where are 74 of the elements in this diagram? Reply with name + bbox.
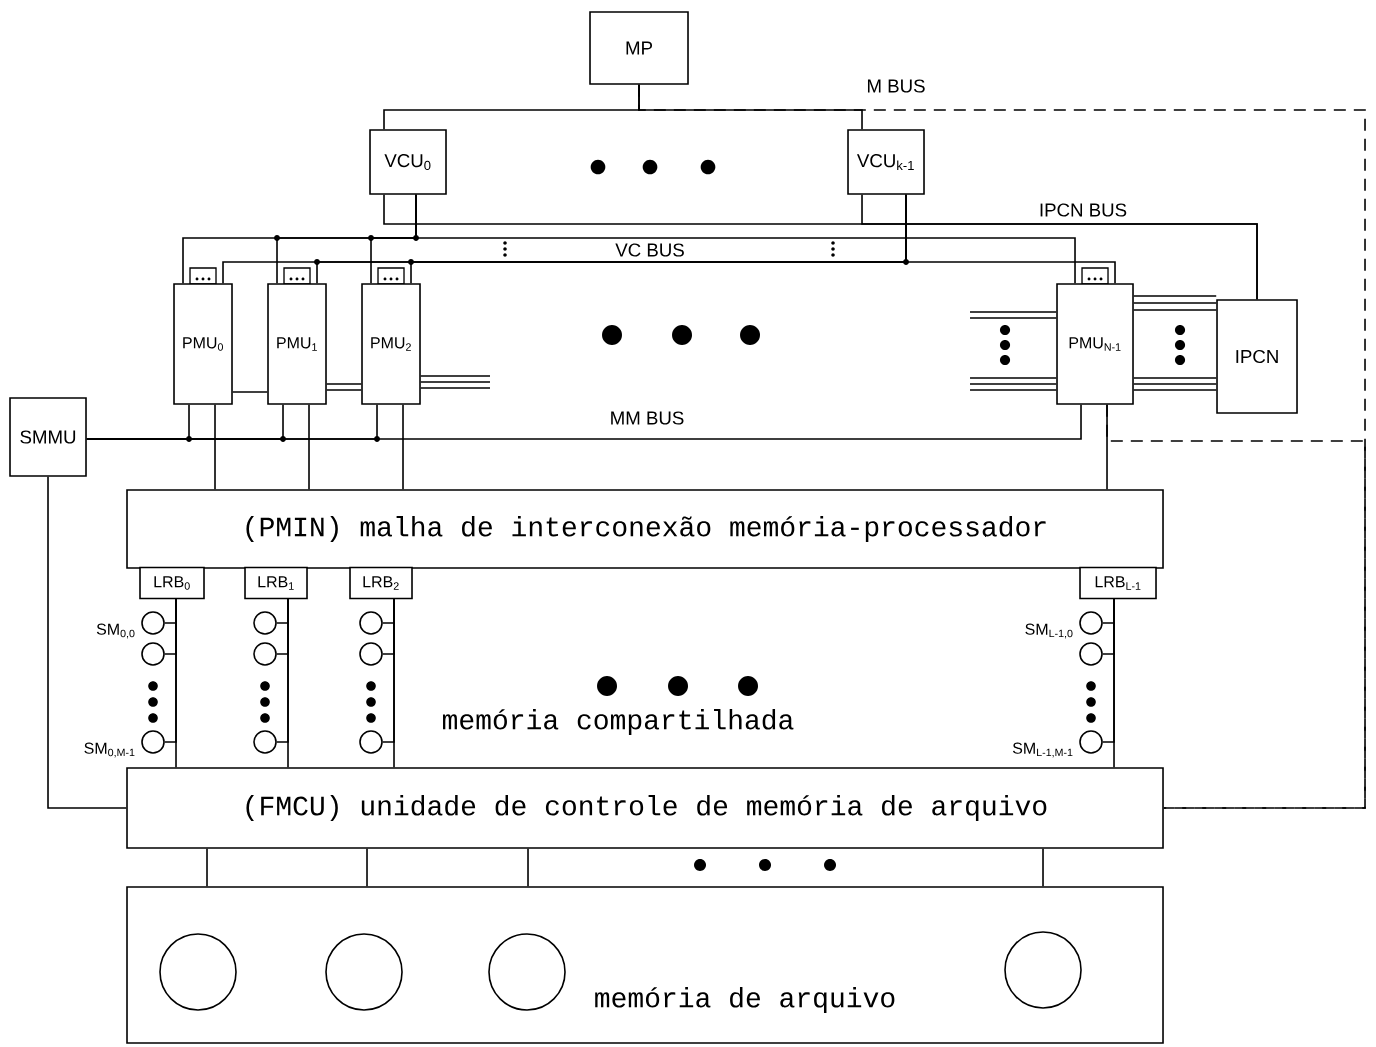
connector-line [969, 383, 1057, 385]
processing-unit-box: PMU$_{N-1}$ [1056, 283, 1134, 405]
connector-line [420, 387, 491, 389]
bus-label: MM BUS [611, 411, 684, 425]
disk-circle [488, 933, 566, 1011]
connector-line [1133, 309, 1217, 311]
memory-module-circle [1079, 730, 1103, 754]
processing-unit-box: PMU$_{0}$ [173, 283, 233, 405]
connector-line [206, 848, 208, 887]
memory-module-circle [141, 642, 165, 666]
memory-module-circle [253, 611, 277, 635]
memory-module-circle [359, 730, 383, 754]
buffer-box: LRB$_{2}$ [349, 566, 413, 600]
connector-line [905, 194, 1116, 284]
memory-label: SM$_{L-1,0}$ [1025, 623, 1073, 639]
connector-line [47, 476, 127, 809]
connector-line [969, 317, 1057, 319]
connector-line [969, 311, 1057, 313]
memory-module-circle [141, 730, 165, 754]
memory-module-circle [1079, 611, 1103, 635]
connector-line [969, 389, 1057, 391]
memory-label: SM$_{0,0}$ [96, 623, 135, 639]
network-box: IPCN [1216, 299, 1298, 414]
connector-line [527, 848, 529, 887]
management-unit-box: SMMU [9, 397, 87, 477]
connector-line [1106, 404, 1366, 809]
memory-label: SM$_{L-1,M-1}$ [1012, 742, 1073, 758]
connector-line [1133, 302, 1217, 304]
memory-module-circle [359, 611, 383, 635]
bus-label: IPCN BUS [1040, 203, 1127, 217]
processing-unit-box: PMU$_{1}$ [267, 283, 327, 405]
connector-line [1133, 295, 1217, 297]
connector-line [164, 598, 177, 743]
connector-line [86, 404, 1082, 440]
connector-line [420, 381, 491, 383]
connector-line [1042, 848, 1044, 887]
region-label: memória compartilhada [442, 708, 794, 736]
buffer-box: LRB$_{1}$ [244, 566, 308, 600]
connector-line [638, 84, 1366, 809]
connector-line [326, 383, 362, 385]
memory-module-circle [1079, 642, 1103, 666]
control-unit-box: VCU$_{0}$ [369, 129, 447, 195]
connector-line [214, 404, 216, 490]
connector-line [402, 404, 404, 490]
connector-line [420, 375, 491, 377]
processing-unit-box: PMU$_{2}$ [361, 283, 421, 405]
connector-line [1102, 598, 1115, 743]
memory-label: SM$_{0,M-1}$ [84, 742, 135, 758]
connector-line [366, 848, 368, 887]
connector-line [1133, 377, 1217, 379]
memory-module-circle [141, 611, 165, 635]
connector-line [1133, 383, 1217, 385]
connector-line [308, 404, 310, 490]
control-unit-box: VCU$_{k-1}$ [847, 129, 925, 195]
disk-circle [159, 933, 237, 1011]
connector-line [276, 598, 289, 743]
connector-line [326, 389, 362, 391]
connector-line [861, 194, 1258, 300]
disk-circle [1004, 931, 1082, 1009]
connector-line [969, 377, 1057, 379]
disk-circle [325, 933, 403, 1011]
memory-module-circle [253, 642, 277, 666]
bus-label: M BUS [868, 79, 925, 93]
connector-line [232, 391, 268, 393]
memory-module-circle [253, 730, 277, 754]
connector-line [1133, 389, 1217, 391]
memory-module-circle [359, 642, 383, 666]
bus-label: VC BUS [615, 243, 684, 257]
processor-box: MP [589, 11, 689, 85]
buffer-box: LRB$_{0}$ [139, 566, 205, 600]
buffer-box: LRB$_{L-1}$ [1079, 566, 1157, 600]
control-unit-box: (FMCU) unidade de controle de memória de arquivo [126, 767, 1164, 849]
connector-line [415, 194, 1076, 284]
connector-line [382, 598, 395, 743]
